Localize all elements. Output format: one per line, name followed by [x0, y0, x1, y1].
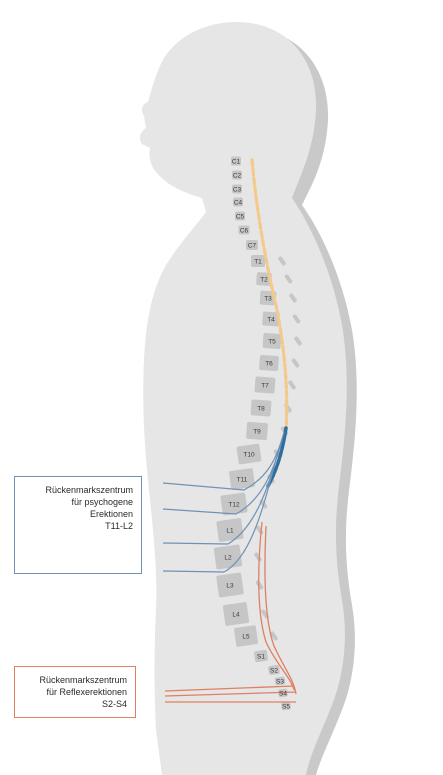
- psychogenic-center-callout: Rückenmarkszentrum für psychogene Erekti…: [14, 476, 142, 574]
- vertebra-label-t5: T5: [268, 338, 276, 345]
- vertebra-label-l2: L2: [224, 554, 232, 561]
- reflex-center-callout: Rückenmarkszentrum für Reflexerektionen …: [14, 666, 136, 718]
- spinal-cord: [250, 158, 289, 432]
- vertebra-s3: [274, 676, 286, 686]
- vertebra-t1: [251, 255, 265, 267]
- psychogenic-line-3: Erektionen: [89, 509, 133, 519]
- reflex-line-3: S2-S4: [101, 699, 127, 709]
- spinous-process-t5: [294, 336, 302, 346]
- vertebra-label-s3: S3: [276, 678, 284, 685]
- vertebra-label-s4: S4: [279, 690, 287, 697]
- vertebra-label-c3: C3: [233, 186, 242, 193]
- vertebra-c5: [235, 211, 245, 221]
- vertebra-t12: [220, 492, 248, 516]
- vertebra-label-t11: T11: [237, 476, 248, 483]
- vertebra-l1: [216, 518, 244, 542]
- vertebra-s2: [268, 665, 280, 675]
- vertebra-c6: [238, 225, 250, 235]
- vertebra-label-t10: T10: [243, 451, 255, 458]
- vertebra-c3: [232, 184, 242, 194]
- vertebral-column: [213, 156, 291, 711]
- spinous-process-t7: [288, 380, 296, 390]
- vertebra-t6: [259, 354, 279, 372]
- spinous-process-t4: [292, 314, 301, 324]
- vertebra-l5: [234, 625, 258, 647]
- vertebra-s1: [254, 649, 268, 663]
- spinous-process-t3: [289, 293, 297, 303]
- vertebra-label-t1: T1: [254, 258, 262, 265]
- vertebra-label-t4: T4: [267, 316, 275, 323]
- spinous-process-l5: [270, 631, 278, 641]
- spinous-process-l2: [254, 552, 262, 562]
- vertebra-label-s5: S5: [282, 703, 290, 710]
- vertebra-label-c4: C4: [234, 199, 243, 206]
- vertebra-label-t2: T2: [260, 276, 268, 283]
- vertebra-label-c7: C7: [248, 242, 257, 249]
- vertebra-label-t9: T9: [253, 428, 261, 435]
- vertebra-t8: [250, 399, 272, 417]
- vertebra-c4: [233, 197, 243, 207]
- vertebra-l3: [216, 572, 244, 598]
- vertebra-label-t7: T7: [261, 382, 269, 389]
- spinous-process-t6: [291, 358, 300, 368]
- vertebra-l4: [222, 602, 250, 626]
- vertebra-c7: [246, 240, 258, 250]
- reflex-nerve-lines: [164, 521, 297, 703]
- vertebra-t10: [236, 443, 262, 465]
- vertebra-t5: [262, 333, 282, 349]
- vertebra-label-c1: C1: [232, 158, 241, 165]
- vertebra-c1: [231, 156, 241, 166]
- vertebra-t11: [229, 468, 255, 490]
- vertebra-label-s2: S2: [270, 667, 278, 674]
- vertebra-t9: [246, 421, 268, 441]
- spinous-process-l4: [261, 609, 269, 619]
- vertebra-label-l4: L4: [232, 611, 240, 618]
- psychogenic-line-4: T11-L2: [105, 521, 133, 531]
- vertebra-label-t12: T12: [228, 501, 240, 508]
- body-silhouette: [139, 21, 347, 775]
- vertebra-t4: [262, 311, 280, 327]
- spinous-process-t1: [278, 256, 286, 266]
- psychogenic-nerve-lines: [162, 431, 285, 573]
- vertebra-labels: C1C2C3C4C5C6C7T1T2T3T4T5T6T7T8T9T10T11T1…: [224, 158, 290, 710]
- vertebra-label-c6: C6: [240, 227, 249, 234]
- psychogenic-line-2: für psychogene: [71, 497, 133, 507]
- vertebra-label-l1: L1: [226, 527, 234, 534]
- psychogenic-line-1: Rückenmarkszentrum: [45, 485, 133, 495]
- spinous-process-t2: [284, 274, 293, 284]
- vertebra-label-t3: T3: [264, 295, 272, 302]
- vertebra-label-l3: L3: [226, 582, 234, 589]
- vertebra-label-l5: L5: [242, 633, 250, 640]
- vertebra-label-c5: C5: [236, 213, 245, 220]
- vertebra-label-s1: S1: [257, 653, 265, 660]
- vertebra-label-t8: T8: [257, 405, 265, 412]
- vertebra-label-t6: T6: [265, 360, 273, 367]
- spinous-process-l3: [255, 580, 264, 590]
- vertebra-t7: [254, 376, 276, 394]
- vertebra-label-c2: C2: [233, 172, 242, 179]
- reflex-line-1: Rückenmarkszentrum: [39, 675, 127, 685]
- reflex-line-2: für Reflexerektionen: [46, 687, 127, 697]
- vertebra-s5: [281, 701, 291, 711]
- vertebra-c2: [232, 170, 242, 180]
